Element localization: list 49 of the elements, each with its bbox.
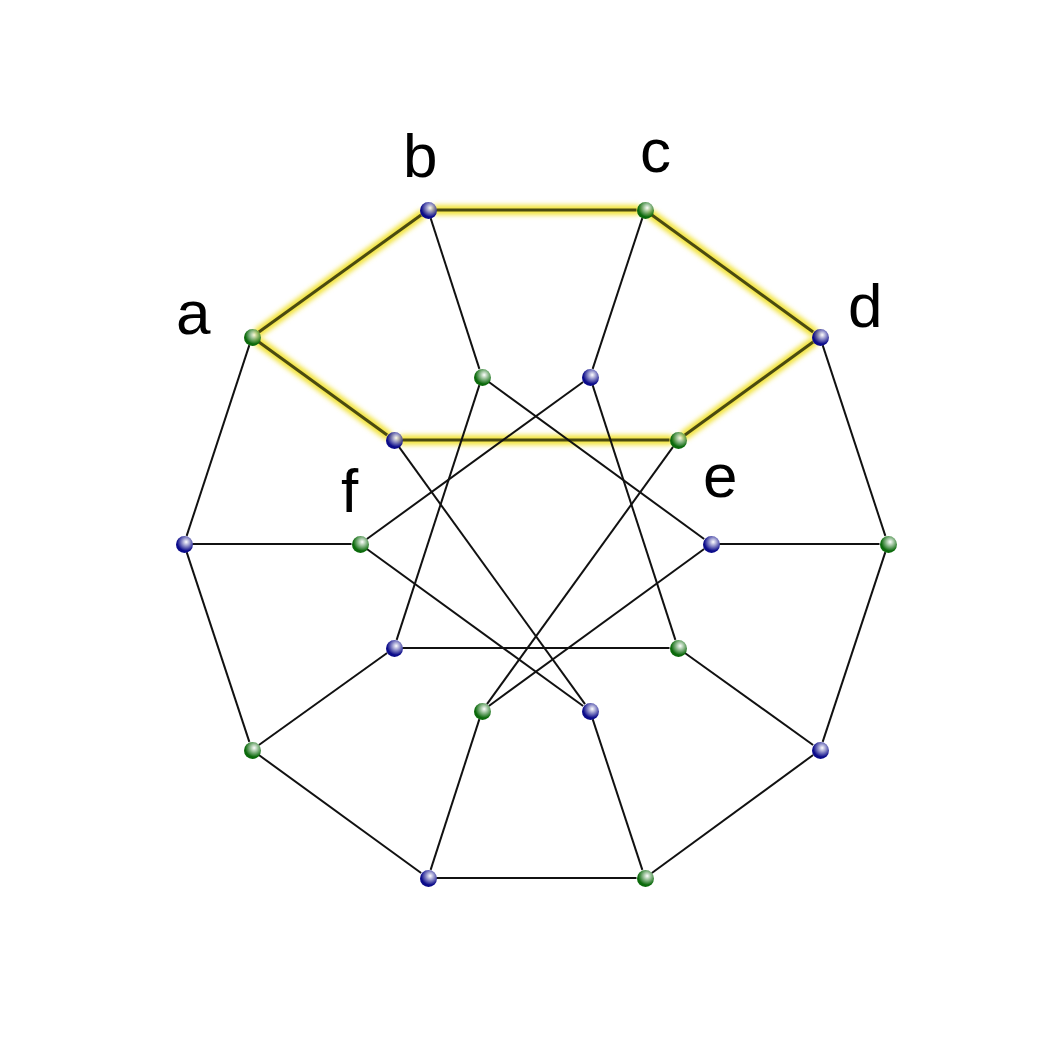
graph-vertex — [581, 368, 599, 386]
graph-vertex — [879, 535, 897, 553]
graph-vertex — [175, 535, 193, 553]
vertex-label: a — [176, 282, 211, 344]
edge-line — [401, 647, 671, 649]
edge-line — [487, 381, 706, 540]
graph-vertex — [473, 368, 491, 386]
graph-vertex — [243, 328, 261, 346]
vertex-label: f — [341, 460, 359, 522]
edge-line — [650, 754, 815, 874]
edge-line — [591, 718, 644, 871]
edge-line — [683, 651, 815, 747]
edge-line — [821, 344, 887, 537]
graph-vertex — [636, 869, 654, 887]
vertex-label: c — [640, 120, 671, 182]
graph-vertex — [702, 535, 720, 553]
graph-vertex — [636, 201, 654, 219]
highlighted-edge — [253, 209, 427, 338]
vertex-label: d — [848, 275, 883, 337]
graph-vertex — [473, 702, 491, 720]
vertex-label: b — [403, 125, 438, 187]
edge-line — [191, 543, 353, 545]
edge-line — [395, 384, 481, 641]
edge-line — [435, 877, 638, 879]
edge-line — [365, 381, 585, 540]
edge-line — [257, 651, 389, 747]
edge-line — [429, 217, 481, 370]
edge-line — [365, 548, 585, 707]
graph-vertex — [351, 535, 369, 553]
edge-line — [821, 551, 887, 743]
edge-line — [486, 445, 674, 706]
vertex-label: e — [703, 445, 738, 507]
graph-vertex — [419, 201, 437, 219]
edge-line — [185, 344, 251, 537]
edge-line — [398, 445, 586, 706]
graph-vertex — [385, 639, 403, 657]
edge-line — [429, 718, 481, 871]
highlighted-edge — [679, 337, 819, 440]
edge-line — [257, 754, 423, 874]
edge-line — [591, 384, 677, 641]
edge-line — [591, 217, 644, 370]
graph-vertex — [419, 869, 437, 887]
edge-line — [487, 548, 706, 707]
edge-line — [185, 551, 251, 743]
graph-vertex — [669, 639, 687, 657]
graph-vertex — [811, 741, 829, 759]
graph-vertex — [581, 702, 599, 720]
edge-line — [718, 543, 881, 545]
graph-vertex — [243, 741, 261, 759]
